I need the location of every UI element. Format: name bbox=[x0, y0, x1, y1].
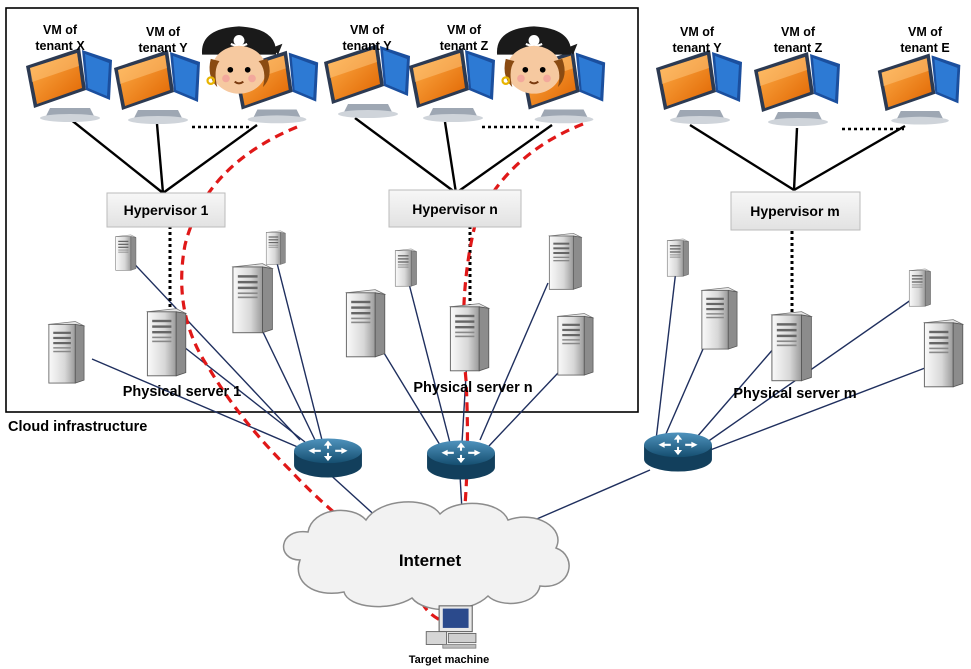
vm-label-line1: VM of bbox=[43, 23, 78, 37]
hypervisor-n-label: Hypervisor n bbox=[412, 201, 498, 217]
vm-label-line1: VM of bbox=[350, 23, 385, 37]
vm-labels: VM of tenant X VM of tenant Y VM of tena… bbox=[35, 23, 949, 55]
vm-icons bbox=[26, 44, 961, 126]
physical-server-n-icon bbox=[449, 302, 490, 372]
target-machine-icon bbox=[425, 605, 477, 649]
hypervisor-1-label: Hypervisor 1 bbox=[124, 202, 209, 218]
vm-label-line2: tenant Y bbox=[672, 41, 722, 55]
server-icon bbox=[666, 238, 689, 277]
vm-label-line2: tenant E bbox=[900, 41, 949, 55]
router-icon bbox=[427, 440, 495, 480]
server-icon bbox=[115, 234, 137, 271]
vm-tenant-z-monitor-icon bbox=[409, 48, 495, 122]
physical-server-m-icon bbox=[771, 310, 813, 382]
server-icon bbox=[265, 230, 286, 265]
vm-label-line2: tenant Z bbox=[440, 39, 489, 53]
server-icon bbox=[557, 312, 594, 376]
server-icon bbox=[394, 248, 417, 287]
vm-tenant-x-monitor-icon bbox=[26, 48, 112, 122]
internet-label: Internet bbox=[399, 551, 462, 570]
vm-label-line2: tenant Y bbox=[138, 41, 188, 55]
servers bbox=[48, 230, 964, 388]
internet-cloud: Internet bbox=[283, 501, 570, 611]
hypervisor-1: Hypervisor 1 bbox=[106, 192, 226, 228]
vm-label-line2: tenant X bbox=[35, 39, 85, 53]
router-icon bbox=[294, 438, 362, 478]
vm-label-line2: tenant Z bbox=[774, 41, 823, 55]
server-icon bbox=[548, 232, 582, 290]
vm-links bbox=[64, 114, 906, 194]
hypervisor-server-links bbox=[168, 226, 794, 313]
vm-tenant-y-monitor-icon bbox=[656, 50, 742, 124]
physical-server-1-icon bbox=[146, 307, 187, 377]
vm-tenant-e-monitor-icon bbox=[877, 53, 961, 125]
server-icon bbox=[48, 320, 85, 384]
hypervisor-n: Hypervisor n bbox=[388, 189, 522, 228]
network-links bbox=[91, 253, 926, 529]
cloud-infrastructure-frame bbox=[5, 7, 639, 413]
vm-label-line2: tenant Y bbox=[342, 39, 392, 53]
server-icon bbox=[908, 268, 931, 307]
target-machine-label: Target machine bbox=[409, 654, 490, 666]
vm-tenant-y-monitor-icon bbox=[324, 44, 410, 118]
cloud-infrastructure-label: Cloud infrastructure bbox=[8, 419, 147, 435]
vm-label-line1: VM of bbox=[146, 25, 181, 39]
vm-label-line1: VM of bbox=[447, 23, 482, 37]
hypervisor-m: Hypervisor m bbox=[730, 191, 861, 231]
hypervisor-m-label: Hypervisor m bbox=[750, 203, 839, 219]
server-icon bbox=[923, 319, 964, 388]
router-icon bbox=[644, 432, 712, 472]
vm-label-line1: VM of bbox=[781, 25, 816, 39]
server-icon bbox=[232, 263, 273, 334]
vm-label-line1: VM of bbox=[908, 25, 943, 39]
physical-server-1-label: Physical server 1 bbox=[123, 384, 242, 400]
vm-tenant-z-monitor-icon bbox=[754, 52, 840, 126]
server-icon bbox=[345, 288, 386, 358]
physical-server-n-label: Physical server n bbox=[413, 380, 532, 396]
physical-server-m-label: Physical server m bbox=[733, 386, 856, 402]
vm-tenant-y-monitor-icon bbox=[114, 50, 200, 124]
server-icon bbox=[701, 286, 738, 350]
vm-label-line1: VM of bbox=[680, 25, 715, 39]
vm-ellipsis-dots bbox=[192, 125, 904, 131]
